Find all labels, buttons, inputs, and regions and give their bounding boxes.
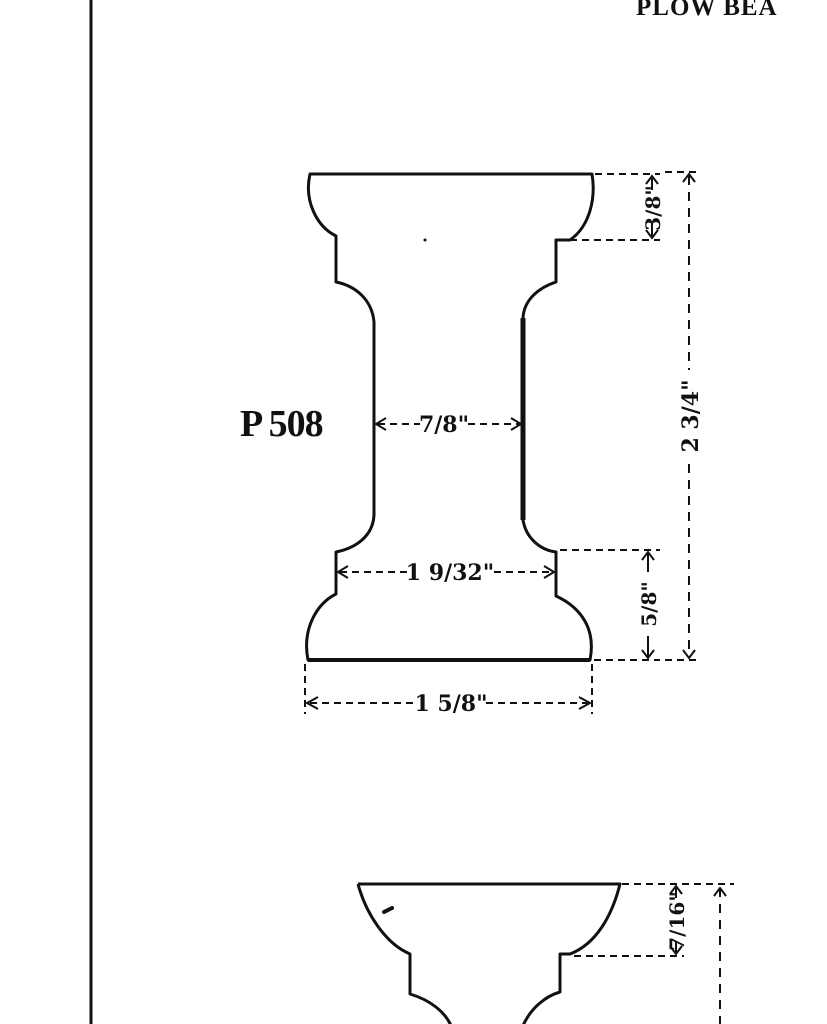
part-label-p508: P 508 xyxy=(240,403,324,445)
part-profile-2 xyxy=(356,882,622,1024)
dim-bottom-height-label: 5/8" xyxy=(637,581,661,627)
part-profile-p508 xyxy=(305,172,595,662)
dim-lower-step-width-label: 1 9/32" xyxy=(406,560,494,586)
dim-waist-width xyxy=(374,417,523,431)
dim-part2-top-height xyxy=(574,883,734,1024)
dim-waist-width-label: 7/8" xyxy=(419,412,469,438)
center-mark xyxy=(423,238,427,242)
dim-base-width-label: 1 5/8" xyxy=(414,691,487,717)
dim-top-height-label: 3/8" xyxy=(641,185,665,231)
dim-base-width xyxy=(304,664,593,714)
dim-top-height xyxy=(570,173,660,241)
ink-mark xyxy=(382,906,394,914)
page-heading: PLOW BEA xyxy=(636,0,778,21)
dim-lower-step-width xyxy=(336,565,556,579)
dim-overall-height xyxy=(665,171,700,661)
dim-overall-height-label: 2 3/4" xyxy=(678,379,704,452)
dim-part2-top-height-label: 7/16" xyxy=(665,891,689,950)
dim-bottom-height xyxy=(560,549,660,661)
